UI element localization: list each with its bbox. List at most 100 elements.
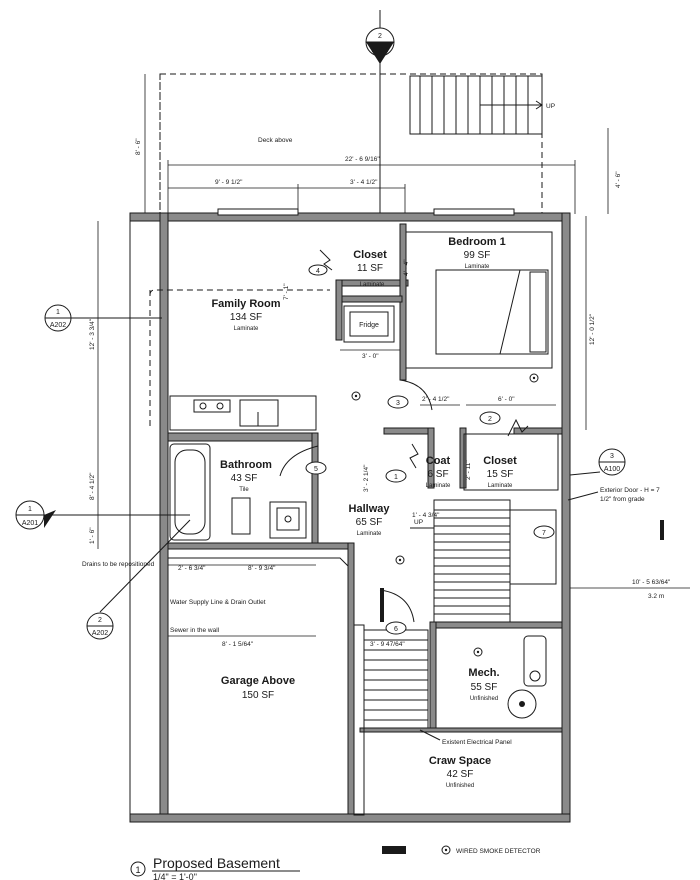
door-tag-4: 4	[316, 268, 320, 275]
elevation-tag-left-bottom: 2 A202	[86, 519, 191, 640]
svg-text:3: 3	[610, 453, 614, 460]
dim-d1: 9' - 9 1/2"	[215, 179, 243, 186]
crawl-area: 42 SF	[447, 769, 474, 780]
coat-name: Coat	[426, 455, 451, 467]
sewer-label: Sewer in the wall	[170, 627, 220, 634]
svg-text:8' - 1 5/64": 8' - 1 5/64"	[222, 641, 254, 648]
smoke-detector-icon	[351, 391, 361, 401]
mech-area: 55 SF	[471, 682, 498, 693]
svg-text:1' - 6": 1' - 6"	[89, 527, 96, 544]
svg-text:10' - 5 63/64": 10' - 5 63/64"	[632, 579, 671, 586]
door-tag-1: 1	[394, 474, 398, 481]
svg-text:2' - 4 1/2": 2' - 4 1/2"	[422, 396, 450, 403]
left-dimensions: 12' - 3 3/4" 8' - 4 1/2" 1' - 6" Drains …	[70, 221, 162, 568]
main-stair: UP 1' - 4 3/4" 7	[410, 499, 571, 623]
dim-overall: 22' - 6 9/16"	[345, 156, 380, 163]
svg-text:2: 2	[378, 33, 382, 40]
door-tag-3: 3	[396, 400, 400, 407]
mech-room: Mech. 55 SF Unfinished	[468, 635, 547, 719]
svg-text:8' - 9 3/4": 8' - 9 3/4"	[248, 565, 276, 572]
top-stair: UP	[409, 75, 555, 135]
water-supply-label: Water Supply Line & Drain Outlet	[170, 599, 266, 606]
door-tag-7: 7	[542, 530, 546, 537]
up-label-stair: UP	[414, 519, 423, 526]
svg-text:3' - 9 47/64": 3' - 9 47/64"	[370, 641, 405, 648]
svg-text:12' - 0 1/2": 12' - 0 1/2"	[589, 313, 596, 345]
bedroom-1: Bedroom 1 99 SF Laminate 12' - 0 1/2"	[405, 216, 596, 430]
deck-outline: Deck above	[159, 73, 543, 215]
svg-text:8' - 4 1/2": 8' - 4 1/2"	[89, 472, 96, 500]
hallway-area: 65 SF	[356, 517, 383, 528]
mech-name: Mech.	[468, 667, 499, 679]
family-room-name: Family Room	[211, 298, 280, 310]
bedroom-name: Bedroom 1	[448, 236, 505, 248]
svg-text:Laminate: Laminate	[465, 264, 490, 270]
drawing-scale: 1/4" = 1'-0"	[153, 872, 197, 880]
top-dimensions: 22' - 6 9/16" 9' - 9 1/2" 3' - 4 1/2" 8'…	[135, 74, 622, 214]
crawl-space: Craw Space 42 SF Unfinished Existent Ele…	[419, 729, 512, 789]
lower-stair: 3' - 9 47/64" 6	[363, 588, 429, 729]
smoke-detector-icon	[473, 647, 483, 657]
svg-text:A202: A202	[50, 322, 66, 329]
elevation-tag-right: 3 A100	[569, 448, 626, 476]
title-block: 1 Proposed Basement 1/4" = 1'-0"	[130, 855, 300, 880]
svg-text:3' - 0": 3' - 0"	[362, 353, 379, 360]
svg-text:2' - 11": 2' - 11"	[465, 460, 472, 480]
dim-d2: 3' - 4 1/2"	[350, 179, 378, 186]
bedroom-area: 99 SF	[464, 250, 491, 261]
bathroom: Bathroom 43 SF Tile 5	[169, 443, 327, 541]
door-tag-5: 5	[314, 466, 318, 473]
svg-text:A100: A100	[604, 466, 620, 473]
svg-text:2: 2	[98, 617, 102, 624]
svg-text:Laminate: Laminate	[360, 282, 385, 288]
bathroom-area: 43 SF	[231, 473, 258, 484]
svg-text:A202: A202	[92, 630, 108, 637]
up-label-top: UP	[546, 103, 555, 110]
svg-text:A201: A201	[372, 47, 388, 54]
svg-text:2' - 6 3/4": 2' - 6 3/4"	[178, 565, 206, 572]
svg-text:Laminate: Laminate	[426, 483, 451, 489]
smoke-detector-icon	[529, 373, 539, 383]
closet-top: 4 Closet 11 SF Laminate Fridge 3' - 0" 4…	[283, 249, 410, 360]
bathroom-name: Bathroom	[220, 459, 272, 471]
svg-text:1: 1	[56, 309, 60, 316]
deck-label: Deck above	[258, 137, 293, 144]
closet-right-name: Closet	[483, 455, 517, 467]
drawing-title: Proposed Basement	[153, 855, 280, 871]
svg-text:12' - 3 3/4": 12' - 3 3/4"	[89, 318, 96, 350]
svg-text:3.2 m: 3.2 m	[648, 593, 664, 600]
dim-top-right: 4' - 6"	[615, 171, 622, 188]
closet-top-name: Closet	[353, 249, 387, 261]
legend: WIRED SMOKE DETECTOR	[382, 845, 541, 855]
smoke-detectors	[351, 373, 539, 657]
coat-closet: Coat 6 SF Laminate 2' - 11"	[426, 455, 472, 489]
svg-text:A201: A201	[22, 520, 38, 527]
elevation-tag-left-top: 1 A202	[44, 304, 72, 332]
door-tag-2: 2	[488, 416, 492, 423]
section-tag-left: 1 A201	[15, 500, 190, 530]
family-room: Family Room 134 SF Laminate	[169, 298, 317, 431]
svg-text:6' - 0": 6' - 0"	[498, 396, 515, 403]
garage-name: Garage Above	[221, 675, 295, 687]
svg-text:1: 1	[135, 865, 140, 875]
smoke-detector-icon	[395, 555, 405, 565]
svg-text:Laminate: Laminate	[488, 483, 513, 489]
right-dimension: 10' - 5 63/64" 3.2 m	[570, 579, 690, 600]
drains-label: Drains to be repositioned	[82, 561, 155, 568]
svg-text:Laminate: Laminate	[234, 326, 259, 332]
smoke-legend-label: WIRED SMOKE DETECTOR	[456, 848, 541, 855]
fridge-label: Fridge	[359, 322, 379, 329]
svg-text:Unfinished: Unfinished	[470, 696, 498, 702]
closet-right: Closet 15 SF Laminate	[463, 433, 559, 491]
crawl-name: Craw Space	[429, 755, 491, 767]
closet-top-area: 11 SF	[357, 263, 383, 274]
dim-top-left: 8' - 6"	[135, 138, 142, 155]
svg-text:Unfinished: Unfinished	[446, 783, 474, 789]
hallway-name: Hallway	[349, 503, 391, 515]
hallway: Hallway 65 SF Laminate 3' - 2 1/4"	[349, 464, 391, 537]
svg-text:3' - 2 1/4": 3' - 2 1/4"	[363, 464, 370, 492]
garage-area: 150 SF	[242, 690, 274, 701]
garage-above: Garage Above 150 SF 2' - 6 3/4" 8' - 9 3…	[167, 557, 349, 815]
